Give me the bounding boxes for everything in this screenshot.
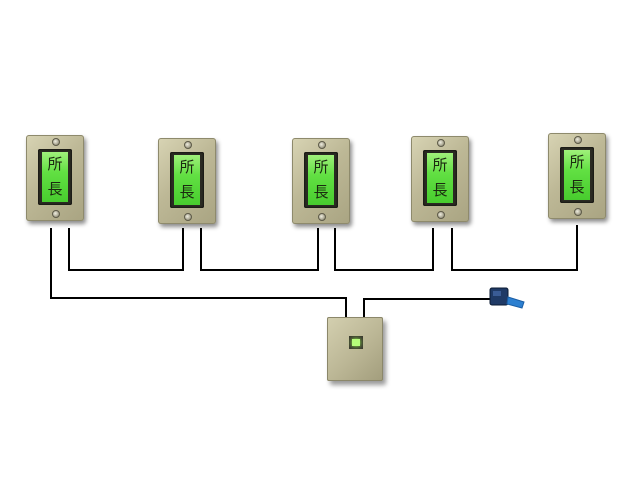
panel-label-char-2: 長 <box>569 178 585 196</box>
wall-panel-4: 所 長 <box>411 136 469 222</box>
wire-hub-plug <box>363 298 490 317</box>
screw-icon <box>318 213 326 221</box>
panel-label-char-1: 所 <box>179 158 195 176</box>
status-led-icon <box>349 336 363 349</box>
wall-panel-5: 所 長 <box>548 133 606 219</box>
lcd-display: 所 長 <box>308 155 334 205</box>
panel-label-char-2: 長 <box>313 183 329 201</box>
panel-label-char-2: 長 <box>179 183 195 201</box>
wall-panel-1: 所 長 <box>26 135 84 221</box>
lcd-display: 所 長 <box>564 150 590 200</box>
screw-icon <box>437 211 445 219</box>
power-plug-icon <box>489 287 525 309</box>
display-window: 所 長 <box>170 152 204 208</box>
lcd-display: 所 長 <box>427 153 453 203</box>
screw-icon <box>574 208 582 216</box>
panel-label-char-2: 長 <box>432 181 448 199</box>
display-window: 所 長 <box>560 147 594 203</box>
display-window: 所 長 <box>423 150 457 206</box>
screw-icon <box>437 139 445 147</box>
wire-panel4-panel5 <box>451 225 578 271</box>
screw-icon <box>52 210 60 218</box>
panel-label-char-2: 長 <box>47 180 63 198</box>
panel-label-char-1: 所 <box>569 153 585 171</box>
screw-icon <box>52 138 60 146</box>
wire-panel1-hub <box>50 228 347 317</box>
screw-icon <box>184 213 192 221</box>
panel-label-char-1: 所 <box>313 158 329 176</box>
wall-panel-2: 所 長 <box>158 138 216 224</box>
screw-icon <box>574 136 582 144</box>
wire-panel1-panel2 <box>68 228 184 271</box>
screw-icon <box>184 141 192 149</box>
wall-panel-3: 所 長 <box>292 138 350 224</box>
display-window: 所 長 <box>38 149 72 205</box>
screw-icon <box>318 141 326 149</box>
lcd-display: 所 長 <box>42 152 68 202</box>
display-window: 所 長 <box>304 152 338 208</box>
panel-label-char-1: 所 <box>432 156 448 174</box>
panel-label-char-1: 所 <box>47 155 63 173</box>
wire-panel2-panel3 <box>200 228 319 271</box>
central-control-box <box>327 317 383 381</box>
lcd-display: 所 長 <box>174 155 200 205</box>
wire-panel3-panel4 <box>334 228 434 271</box>
